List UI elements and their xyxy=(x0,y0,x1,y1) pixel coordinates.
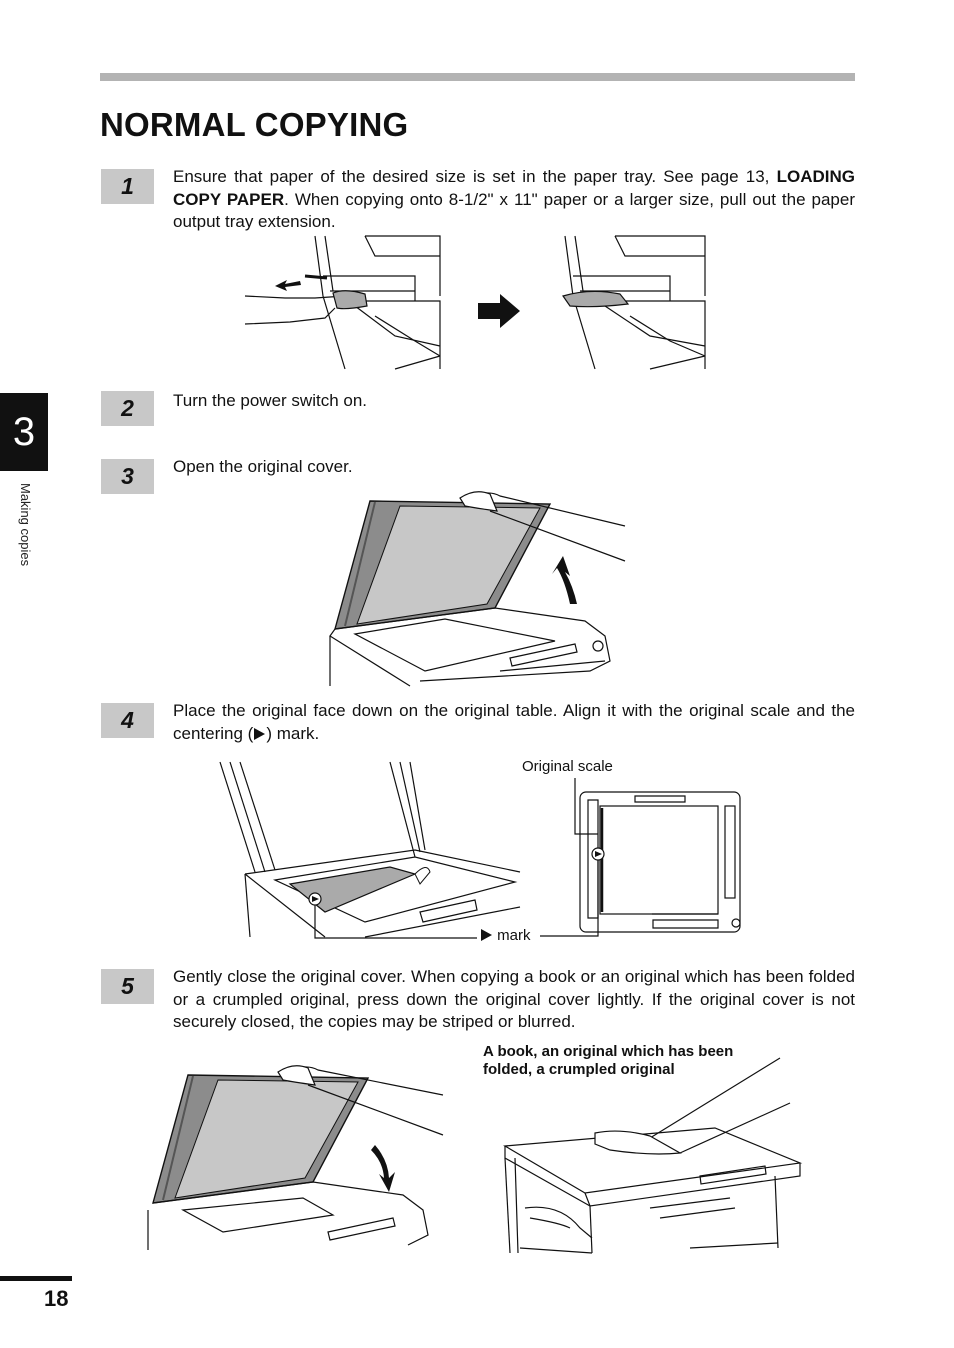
step-1-number: 1 xyxy=(101,169,154,204)
tray-extension-before-illustration xyxy=(244,235,441,370)
step-1-text-pre: Ensure that paper of the desired size is… xyxy=(173,167,777,186)
header-rule xyxy=(100,73,855,81)
page-number: 18 xyxy=(44,1286,69,1311)
step-4-text-post: ) mark. xyxy=(266,723,320,743)
step-4-number: 4 xyxy=(101,703,154,738)
step-1-text-post: . When copying onto 8-1/2" x 11" paper o… xyxy=(173,189,855,232)
step-3-text: Open the original cover. xyxy=(173,457,353,476)
centering-mark-label: mark xyxy=(480,927,531,944)
footer-rule xyxy=(0,1276,72,1281)
page-title: NORMAL COPYING xyxy=(100,106,409,143)
original-scale-label: Original scale xyxy=(522,758,613,775)
chapter-number: 3 xyxy=(12,409,36,454)
mark-label-text: mark xyxy=(497,927,531,944)
step-5-text: Gently close the original cover. When co… xyxy=(173,967,855,1031)
step-1-text-link: LOADING COPY PAPER xyxy=(173,167,855,209)
step-2-number: 2 xyxy=(101,391,154,426)
step-4-text: Place the original face down on the orig… xyxy=(173,700,855,745)
close-cover-illustration xyxy=(147,1065,444,1250)
right-arrow-icon xyxy=(478,294,520,328)
place-original-illustration xyxy=(219,761,521,939)
step-4-text-pre: Place the original face down on the orig… xyxy=(173,701,855,743)
step-2-text: Turn the power switch on. xyxy=(173,391,368,410)
book-caption-line1: A book, an original which has been xyxy=(483,1043,734,1060)
open-cover-illustration xyxy=(329,491,626,687)
centering-mark-icon xyxy=(481,929,492,941)
step-3-number: 3 xyxy=(101,459,154,494)
step-1-text: Ensure that paper of the desired size is… xyxy=(173,166,855,234)
centering-mark-icon xyxy=(254,727,266,740)
tray-extension-after-illustration xyxy=(562,235,706,370)
chapter-tab: 3 xyxy=(0,393,48,471)
press-cover-illustration xyxy=(503,1057,803,1254)
step-5-number: 5 xyxy=(101,969,154,1004)
original-table-topview-illustration xyxy=(540,778,741,937)
chapter-name: Making copies xyxy=(18,483,33,567)
book-caption-line2: folded, a crumpled original xyxy=(483,1061,675,1078)
